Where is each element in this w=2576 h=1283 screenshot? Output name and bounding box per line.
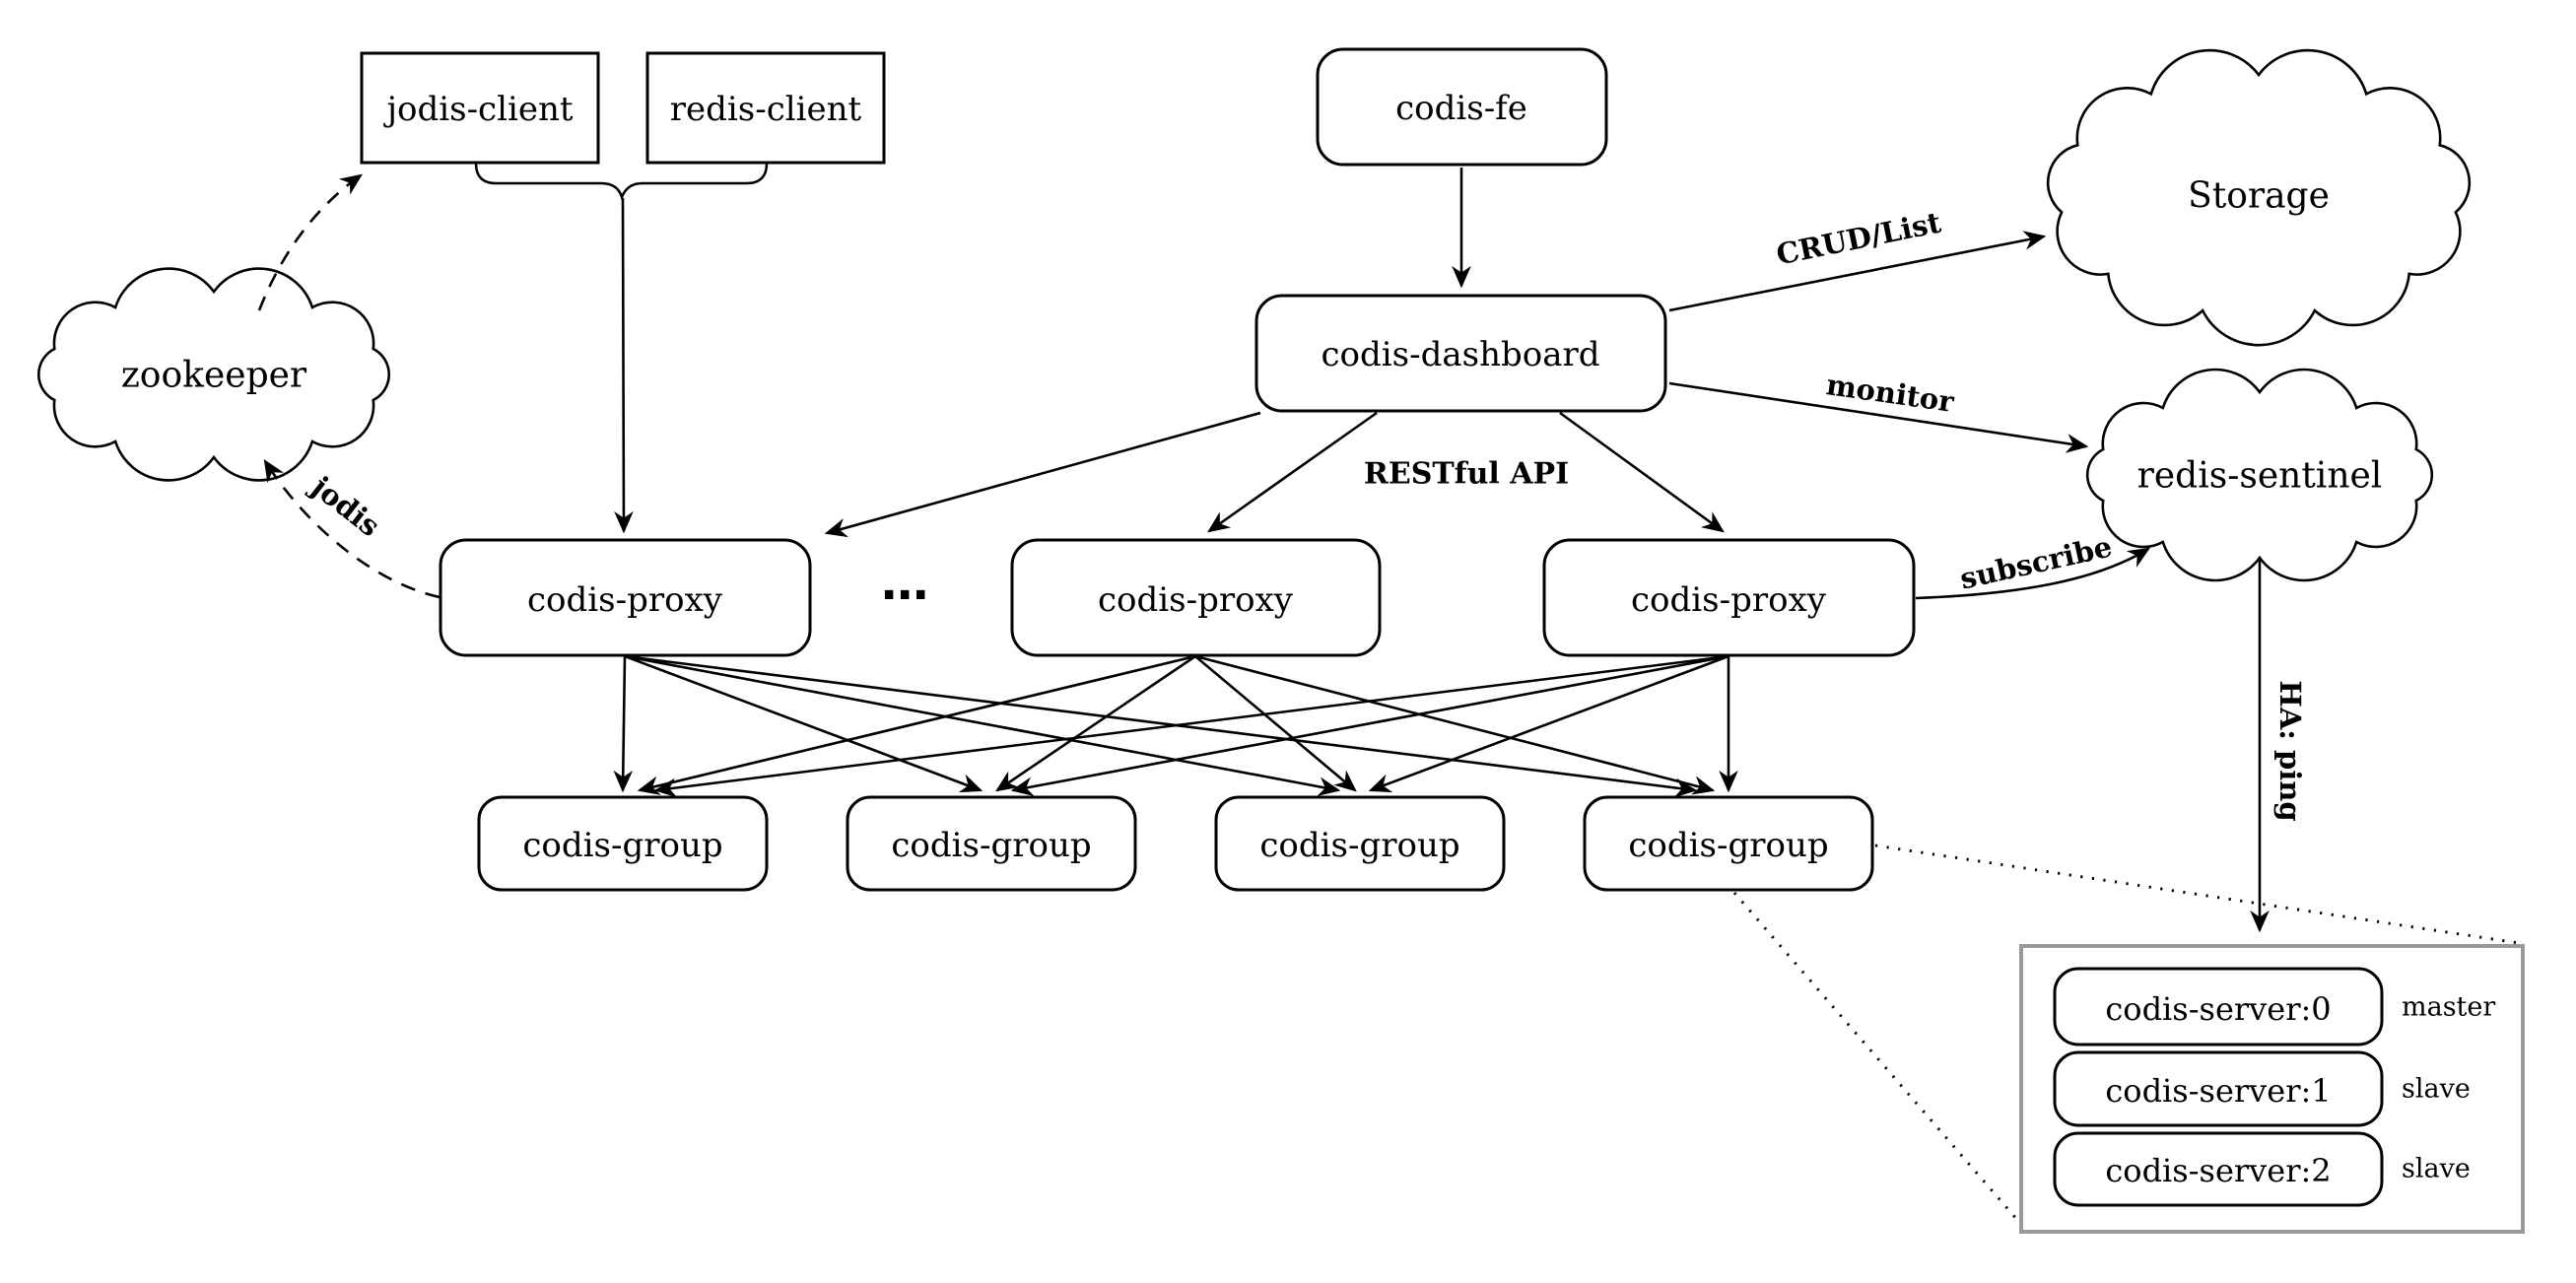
proxy-ellipsis: ⋯ (881, 568, 928, 623)
codis-server0-label: codis-server:0 (2105, 990, 2331, 1028)
edge-dashboard-to-proxy1 (824, 411, 1261, 538)
edge-proxy3-group3 (1368, 654, 1729, 793)
server2-role-label: slave (2402, 1154, 2471, 1184)
redis-client-box (645, 51, 886, 165)
codis-server0-box (2053, 967, 2384, 1047)
codis-proxy2-label: codis-proxy (1098, 580, 1294, 620)
edge-proxy2-group2 (995, 654, 1196, 792)
edge-dashboard-to-proxy3 (1559, 411, 1725, 533)
redis-client-label: redis-client (670, 90, 862, 129)
edge-proxy1-group3 (624, 654, 1341, 796)
codis-group1-label: codis-group (522, 826, 722, 865)
ha-ping-label: HA: ping (2273, 680, 2307, 821)
monitor-label: monitor (1824, 368, 1956, 419)
restful-api-label: RESTful API (1364, 457, 1569, 492)
edge-zookeeper-to-jodis-client (257, 173, 363, 311)
edge-proxy1-to-zookeeper (263, 459, 441, 599)
codis-group4-label: codis-group (1628, 826, 1828, 865)
codis-fe-label: codis-fe (1395, 89, 1527, 128)
dotted-group4-to-container-bottom (1732, 892, 2026, 1229)
codis-group1-box (477, 795, 769, 892)
jodis-client-label: jodis-client (382, 90, 573, 129)
codis-proxy3-box (1542, 538, 1916, 657)
storage-cloud (2046, 48, 2472, 347)
dotted-group4-to-container-top (1874, 844, 2520, 945)
edge-proxy3-group1 (653, 654, 1729, 798)
codis-dashboard-box (1254, 294, 1667, 413)
codis-group4-box (1583, 795, 1874, 892)
server1-role-label: slave (2402, 1074, 2471, 1105)
codis-group3-box (1214, 795, 1506, 892)
codis-server2-label: codis-server:2 (2105, 1152, 2331, 1189)
storage-label: Storage (2188, 176, 2330, 217)
zookeeper-label: zookeeper (121, 356, 307, 396)
edge-proxy1-group4 (624, 654, 1698, 798)
codis-group2-box (846, 795, 1137, 892)
edge-proxy2-group4 (1194, 654, 1716, 795)
jodis-edge-label: jodis (304, 468, 386, 543)
codis-group3-label: codis-group (1259, 826, 1459, 865)
zookeeper-cloud (37, 267, 390, 482)
jodis-client-box (360, 51, 600, 165)
redis-sentinel-cloud (2085, 368, 2434, 582)
codis-proxy1-label: codis-proxy (527, 580, 723, 620)
codis-server2-box (2053, 1131, 2384, 1207)
server0-role-label: master (2402, 992, 2495, 1023)
edge-proxy2-group3 (1194, 655, 1357, 792)
clients-brace (474, 163, 769, 201)
edge-dashboard-to-storage (1668, 231, 2047, 312)
edge-proxy2-group1 (637, 654, 1196, 795)
edge-dashboard-to-proxy2 (1207, 411, 1378, 533)
codis-dashboard-label: codis-dashboard (1322, 335, 1600, 374)
codis-group2-label: codis-group (891, 826, 1091, 865)
edge-proxy1-group1 (613, 655, 634, 793)
proxy-group-mesh (613, 654, 1738, 798)
codis-fe-box (1316, 47, 1608, 167)
redis-sentinel-label: redis-sentinel (2137, 456, 2383, 497)
codis-proxy2-box (1010, 538, 1382, 657)
edge-clients-to-proxy1 (614, 197, 634, 534)
edge-proxy1-group2 (624, 654, 983, 793)
codis-proxy1-box (439, 538, 812, 657)
codis-server1-label: codis-server:1 (2105, 1072, 2331, 1110)
codis-proxy3-label: codis-proxy (1631, 580, 1827, 620)
codis-server1-box (2053, 1050, 2384, 1127)
edge-proxy3-group2 (1010, 654, 1729, 796)
edge-dashboard-to-sentinel (1668, 381, 2089, 453)
edge-proxy3-to-sentinel (1915, 547, 2150, 600)
